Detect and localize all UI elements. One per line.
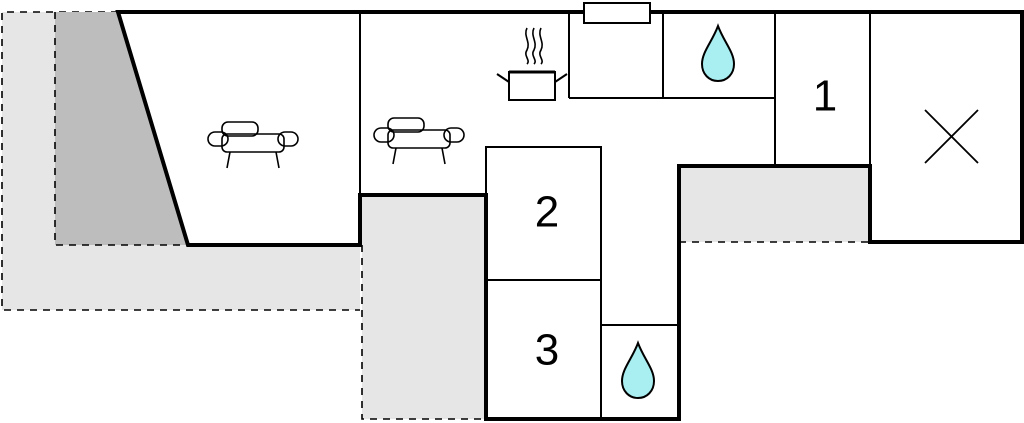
outer-wall xyxy=(115,10,1024,421)
terrace-middle-outline xyxy=(361,245,486,420)
room-label-1: 1 xyxy=(813,72,837,121)
terrace-shaded xyxy=(55,12,188,245)
cross-icon xyxy=(924,109,979,164)
sofa-icon xyxy=(207,121,299,169)
terraces xyxy=(1,11,868,420)
water-drop-icon xyxy=(700,23,736,83)
terrace-shaded-outline xyxy=(54,12,200,246)
sofa-icon xyxy=(373,117,465,165)
room-label-2: 2 xyxy=(535,188,559,237)
window xyxy=(583,2,651,24)
terrace-middle xyxy=(362,195,486,419)
water-drop-icon xyxy=(620,340,656,400)
terrace-right xyxy=(679,168,868,242)
cooking-pot-icon xyxy=(496,27,568,101)
room-label-3: 3 xyxy=(535,326,559,375)
